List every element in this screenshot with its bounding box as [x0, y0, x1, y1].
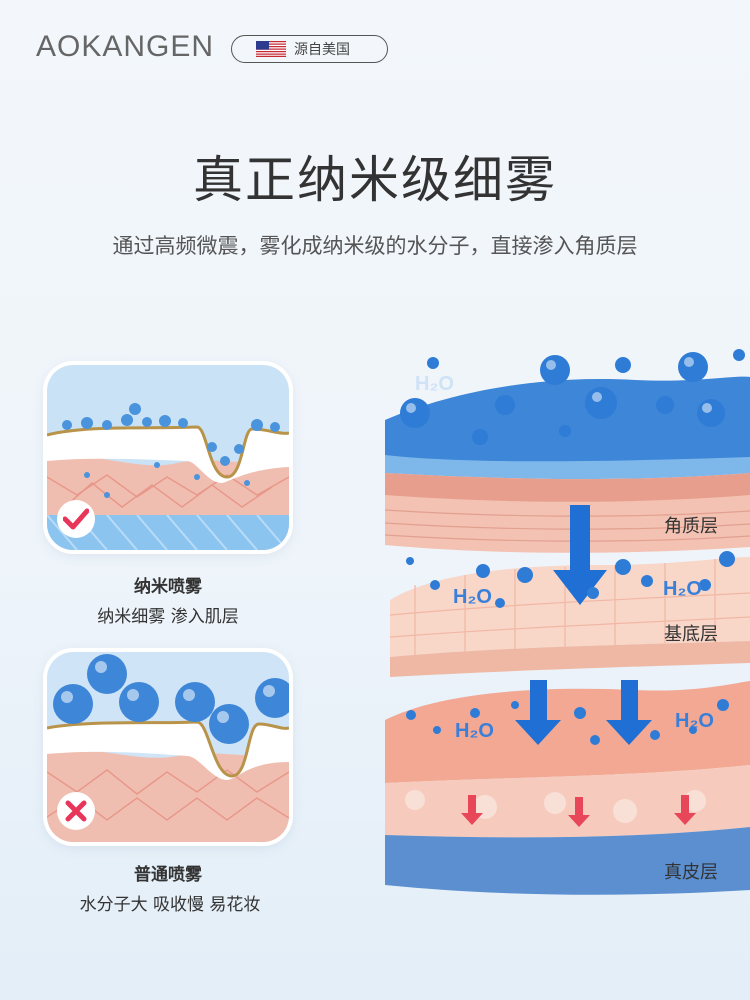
check-icon [57, 500, 95, 538]
page-subtitle: 通过高频微震，雾化成纳米级的水分子，直接渗入角质层 [112, 234, 638, 258]
cross-icon [57, 792, 95, 830]
page-title: 真正纳米级细雾 [193, 151, 557, 209]
nano-skin-illustration [47, 365, 289, 550]
nano-spray-name: 纳米喷雾 [134, 577, 202, 597]
h2o-label-dermis-left: H₂O [455, 720, 494, 742]
normal-spray-name: 普通喷雾 [134, 865, 202, 885]
h2o-label-top: H₂O [415, 373, 454, 395]
brand-logo: AOKANGEN [36, 30, 215, 63]
h2o-label-basal-right: H₂O [663, 578, 702, 600]
normal-spray-desc: 水分子大 吸收慢 易花妆 [79, 895, 261, 915]
origin-text: 源自美国 [294, 42, 350, 58]
h2o-label-basal-left: H₂O [453, 586, 492, 608]
skin-layers-diagram: H₂O H₂O H₂O H₂O H₂O [384, 349, 750, 895]
h2o-label-dermis-right: H₂O [675, 710, 714, 732]
normal-skin-illustration [47, 652, 289, 842]
normal-spray-card [47, 652, 289, 842]
origin-badge: 源自美国 [231, 35, 388, 63]
us-flag-icon [256, 41, 286, 57]
layer-label-basal: 基底层 [664, 624, 718, 645]
layer-label-dermis: 真皮层 [664, 862, 718, 883]
nano-spray-desc: 纳米细雾 渗入肌层 [97, 607, 239, 627]
nano-spray-card [47, 365, 289, 550]
layer-label-stratum-corneum: 角质层 [664, 516, 718, 537]
